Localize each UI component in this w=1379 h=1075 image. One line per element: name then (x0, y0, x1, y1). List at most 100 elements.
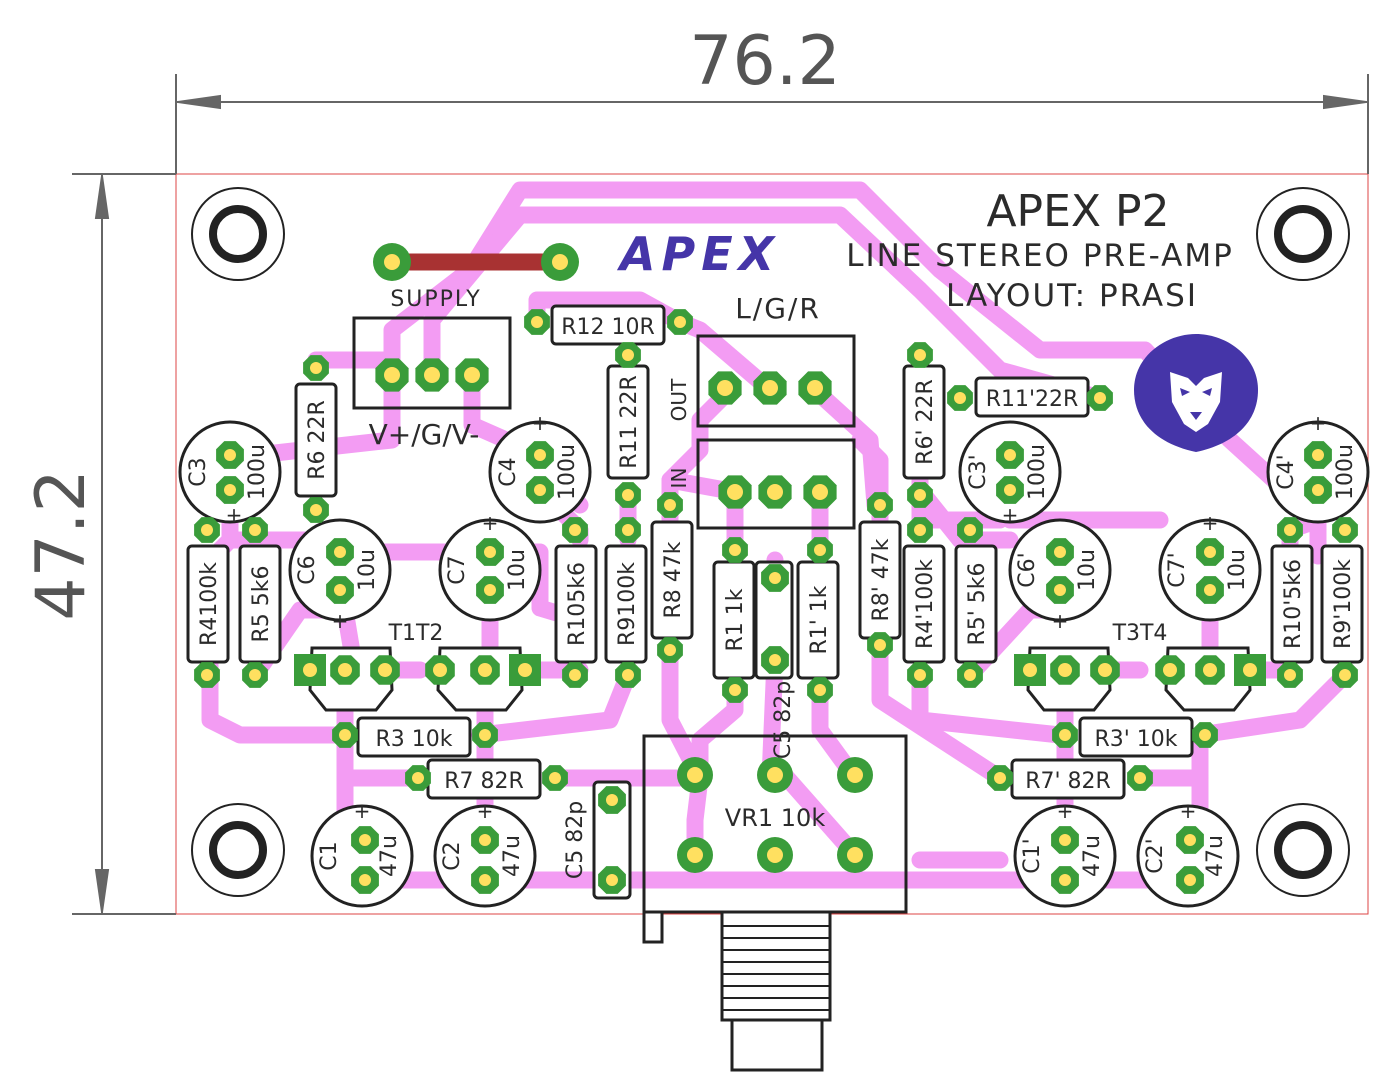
label-c5b: C5 82p (563, 801, 588, 879)
label-c7b: C7' (1165, 552, 1190, 587)
label-c5a: C5 82p (771, 681, 796, 759)
svg-text:+: + (1310, 411, 1327, 435)
pad (373, 243, 411, 281)
pad (294, 654, 326, 686)
label-c2: C2 (440, 841, 465, 870)
pad (1176, 866, 1204, 894)
pad (526, 441, 554, 469)
pad (351, 826, 379, 854)
pad (1090, 655, 1120, 685)
label-c7: C7 (445, 555, 470, 584)
dimension-height-label: 47.2 (22, 469, 101, 620)
label-r1: R1 1k (723, 588, 748, 651)
label-c6-value: 10u (355, 549, 380, 591)
pad (798, 371, 832, 405)
pad (677, 837, 713, 873)
board-title: APEX P2 (986, 186, 1169, 237)
svg-text:+: + (226, 503, 243, 527)
board-subtitle: LINE STEREO PRE-AMP (846, 238, 1234, 274)
label-c1-value: 47u (377, 835, 402, 877)
pad (524, 309, 550, 335)
label-c3b: C3' (966, 454, 991, 489)
label-r7: R7 82R (444, 769, 524, 794)
pad (330, 655, 360, 685)
label-r4b: R4'100k (913, 559, 938, 649)
pad (987, 765, 1013, 791)
component-outlines (178, 304, 1370, 1072)
pad (947, 385, 973, 411)
label-c1: C1 (317, 841, 342, 870)
pad (598, 786, 626, 814)
pad (542, 765, 568, 791)
pad (455, 358, 489, 392)
pad (1196, 576, 1224, 604)
pad (907, 662, 933, 688)
in-label: IN (667, 468, 691, 489)
pad (1304, 476, 1332, 504)
pad (562, 517, 588, 543)
pad (1014, 654, 1046, 686)
pad (1304, 441, 1332, 469)
lion-logo-icon (1134, 334, 1258, 452)
pad (242, 662, 268, 688)
label-r9: R9100k (615, 562, 640, 646)
pad (1050, 655, 1080, 685)
pad (1195, 655, 1225, 685)
pad (757, 837, 793, 873)
pad (657, 492, 683, 518)
svg-text:+: + (332, 609, 349, 633)
label-c4b: C4' (1274, 454, 1299, 489)
pad (1127, 765, 1153, 791)
dimension-width (175, 74, 1369, 174)
pad (615, 517, 641, 543)
pad (996, 476, 1024, 504)
label-c3: C3 (186, 457, 211, 486)
label-t12: T1T2 (388, 621, 444, 646)
pad (476, 576, 504, 604)
pad (722, 677, 748, 703)
pad (907, 342, 933, 368)
pad (807, 537, 833, 563)
pad (1192, 722, 1218, 748)
pot-label: VR1 10k (725, 804, 826, 832)
label-c6b-value: 10u (1075, 549, 1100, 591)
pad (722, 537, 748, 563)
pad (907, 482, 933, 508)
pad (907, 517, 933, 543)
svg-text:+: + (1180, 799, 1197, 823)
svg-text:+: + (1202, 511, 1219, 535)
label-c7-value: 10u (505, 549, 530, 591)
pad (957, 517, 983, 543)
pad (375, 358, 409, 392)
label-c7b-value: 10u (1225, 549, 1250, 591)
pad (867, 492, 893, 518)
label-c1b: C1' (1020, 838, 1045, 873)
pad (803, 475, 837, 509)
pad (753, 371, 787, 405)
label-r4: R4100k (197, 562, 222, 646)
pad (216, 441, 244, 469)
label-r3b: R3' 10k (1094, 727, 1177, 752)
pad (718, 475, 752, 509)
pad (807, 677, 833, 703)
label-t34: T3T4 (1112, 621, 1168, 646)
pad (303, 355, 329, 381)
svg-text:+: + (1002, 503, 1019, 527)
label-c6b: C6' (1015, 552, 1040, 587)
label-r3: R3 10k (375, 727, 452, 752)
label-c4b-value: 100u (1333, 444, 1358, 500)
label-r10: R105k6 (565, 562, 590, 646)
pad (1176, 826, 1204, 854)
pad (1277, 662, 1303, 688)
label-r11: R11 22R (617, 375, 642, 469)
pad (1052, 722, 1078, 748)
pad (405, 765, 431, 791)
svg-text:+: + (1052, 609, 1069, 633)
pad (837, 757, 873, 793)
pad (615, 482, 641, 508)
pad (509, 654, 541, 686)
pad (242, 517, 268, 543)
pad (1046, 538, 1074, 566)
pad (615, 342, 641, 368)
